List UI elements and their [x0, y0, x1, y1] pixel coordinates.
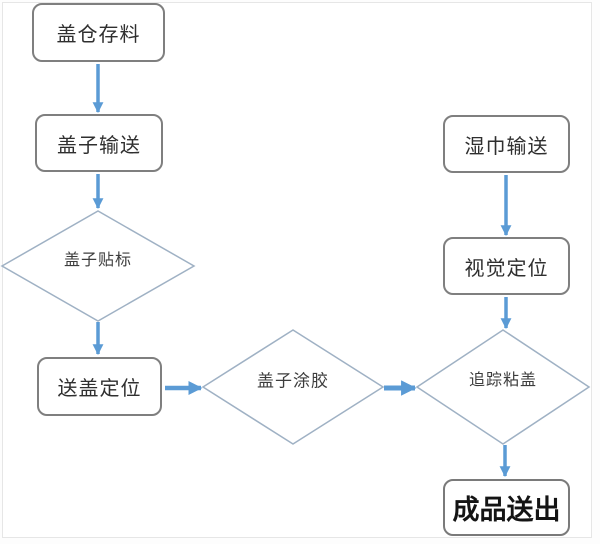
diamond-tracking-sticking: [415, 329, 591, 445]
node-wipes-convey: 湿巾输送: [443, 115, 570, 173]
node-lid-positioning: 送盖定位: [37, 357, 162, 416]
node-lid-positioning-label: 送盖定位: [57, 378, 142, 400]
node-vision-positioning-label: 视觉定位: [464, 257, 549, 280]
diamond-lid-gluing: [201, 329, 385, 445]
node-product-output: 成品送出: [443, 479, 570, 536]
node-lid-labeling-label: 盖子贴标: [63, 252, 133, 269]
node-tracking-sticking-label: 追踪粘盖: [468, 372, 538, 389]
node-lid-gluing-label: 盖子涂胶: [257, 371, 329, 391]
node-vision-positioning: 视觉定位: [443, 237, 570, 295]
node-lid-convey-label: 盖子输送: [57, 134, 141, 157]
node-lid-storage: 盖仓存料: [32, 3, 165, 62]
node-lid-storage-label: 盖仓存料: [56, 24, 141, 46]
diamond-lid-labeling: [0, 210, 196, 322]
node-lid-convey: 盖子输送: [35, 114, 163, 172]
node-product-output-label: 成品送出: [452, 495, 561, 526]
node-wipes-convey-label: 湿巾输送: [464, 135, 549, 158]
